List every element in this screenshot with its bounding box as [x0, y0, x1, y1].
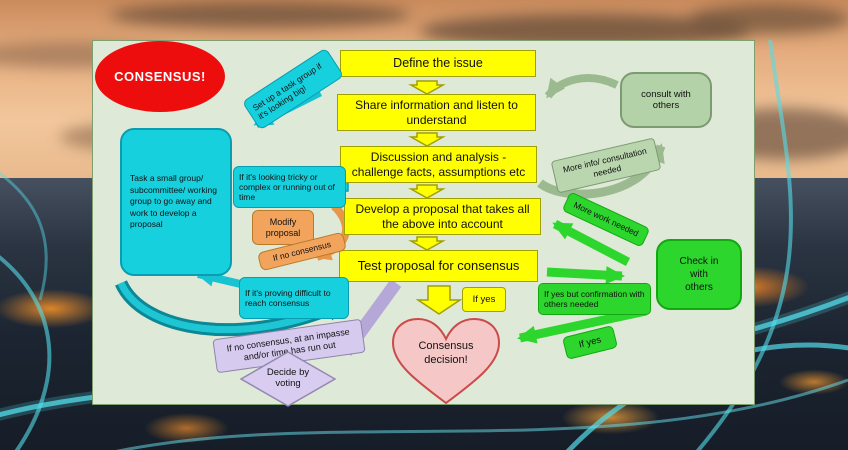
label-text: consult with others	[641, 89, 691, 111]
label-text: Consensus decision!	[418, 340, 474, 366]
label-text: If yes but confirmation with others need…	[544, 288, 645, 309]
decide-by-voting-label: Decide by voting	[262, 357, 314, 401]
step-label: Define the issue	[393, 55, 483, 70]
cloud	[110, 2, 410, 28]
step-label: Share information and listen to understa…	[355, 97, 518, 127]
step-test-proposal: Test proposal for consensus	[339, 250, 538, 282]
step-discussion-analysis: Discussion and analysis - challenge fact…	[340, 146, 537, 183]
heart-label: Consensus decision!	[396, 337, 496, 371]
check-in-with-others-box: Check in with others	[656, 239, 742, 310]
label-text: Modify proposal	[265, 216, 301, 238]
label-text: Decide by voting	[266, 367, 310, 389]
label-text: If it's looking tricky or complex or run…	[239, 171, 335, 203]
label-text: If yes	[472, 294, 496, 305]
modify-proposal-label: Modify proposal	[252, 210, 314, 245]
step-label: Discussion and analysis - challenge fact…	[351, 149, 526, 179]
consensus-heart	[391, 317, 501, 405]
if-yes-test-label: If yes	[462, 287, 506, 312]
task-small-group-box: Task a small group/ subcommittee/ workin…	[120, 128, 232, 276]
decide-by-voting-diamond	[240, 351, 336, 407]
tricky-label: If it's looking tricky or complex or run…	[233, 166, 346, 208]
step-share-information: Share information and listen to understa…	[337, 94, 536, 131]
step-label: Test proposal for consensus	[357, 257, 520, 273]
label-text: Task a small group/ subcommittee/ workin…	[130, 173, 217, 230]
label-text: If it's proving difficult to reach conse…	[245, 287, 331, 308]
consult-with-others-box: consult with others	[620, 72, 712, 128]
label-text: If yes	[577, 334, 603, 351]
consensus-bubble: CONSENSUS!	[95, 41, 225, 112]
step-label: Develop a proposal that takes all the ab…	[355, 201, 530, 231]
step-define-issue: Define the issue	[340, 50, 536, 77]
step-develop-proposal: Develop a proposal that takes all the ab…	[344, 198, 541, 235]
label-text: Check in with others	[679, 256, 719, 293]
proving-difficult-label: If it's proving difficult to reach conse…	[239, 277, 349, 319]
consensus-bubble-label: CONSENSUS!	[114, 69, 206, 84]
cloud	[690, 4, 848, 34]
if-yes-confirmation-label: If yes but confirmation with others need…	[538, 283, 651, 315]
